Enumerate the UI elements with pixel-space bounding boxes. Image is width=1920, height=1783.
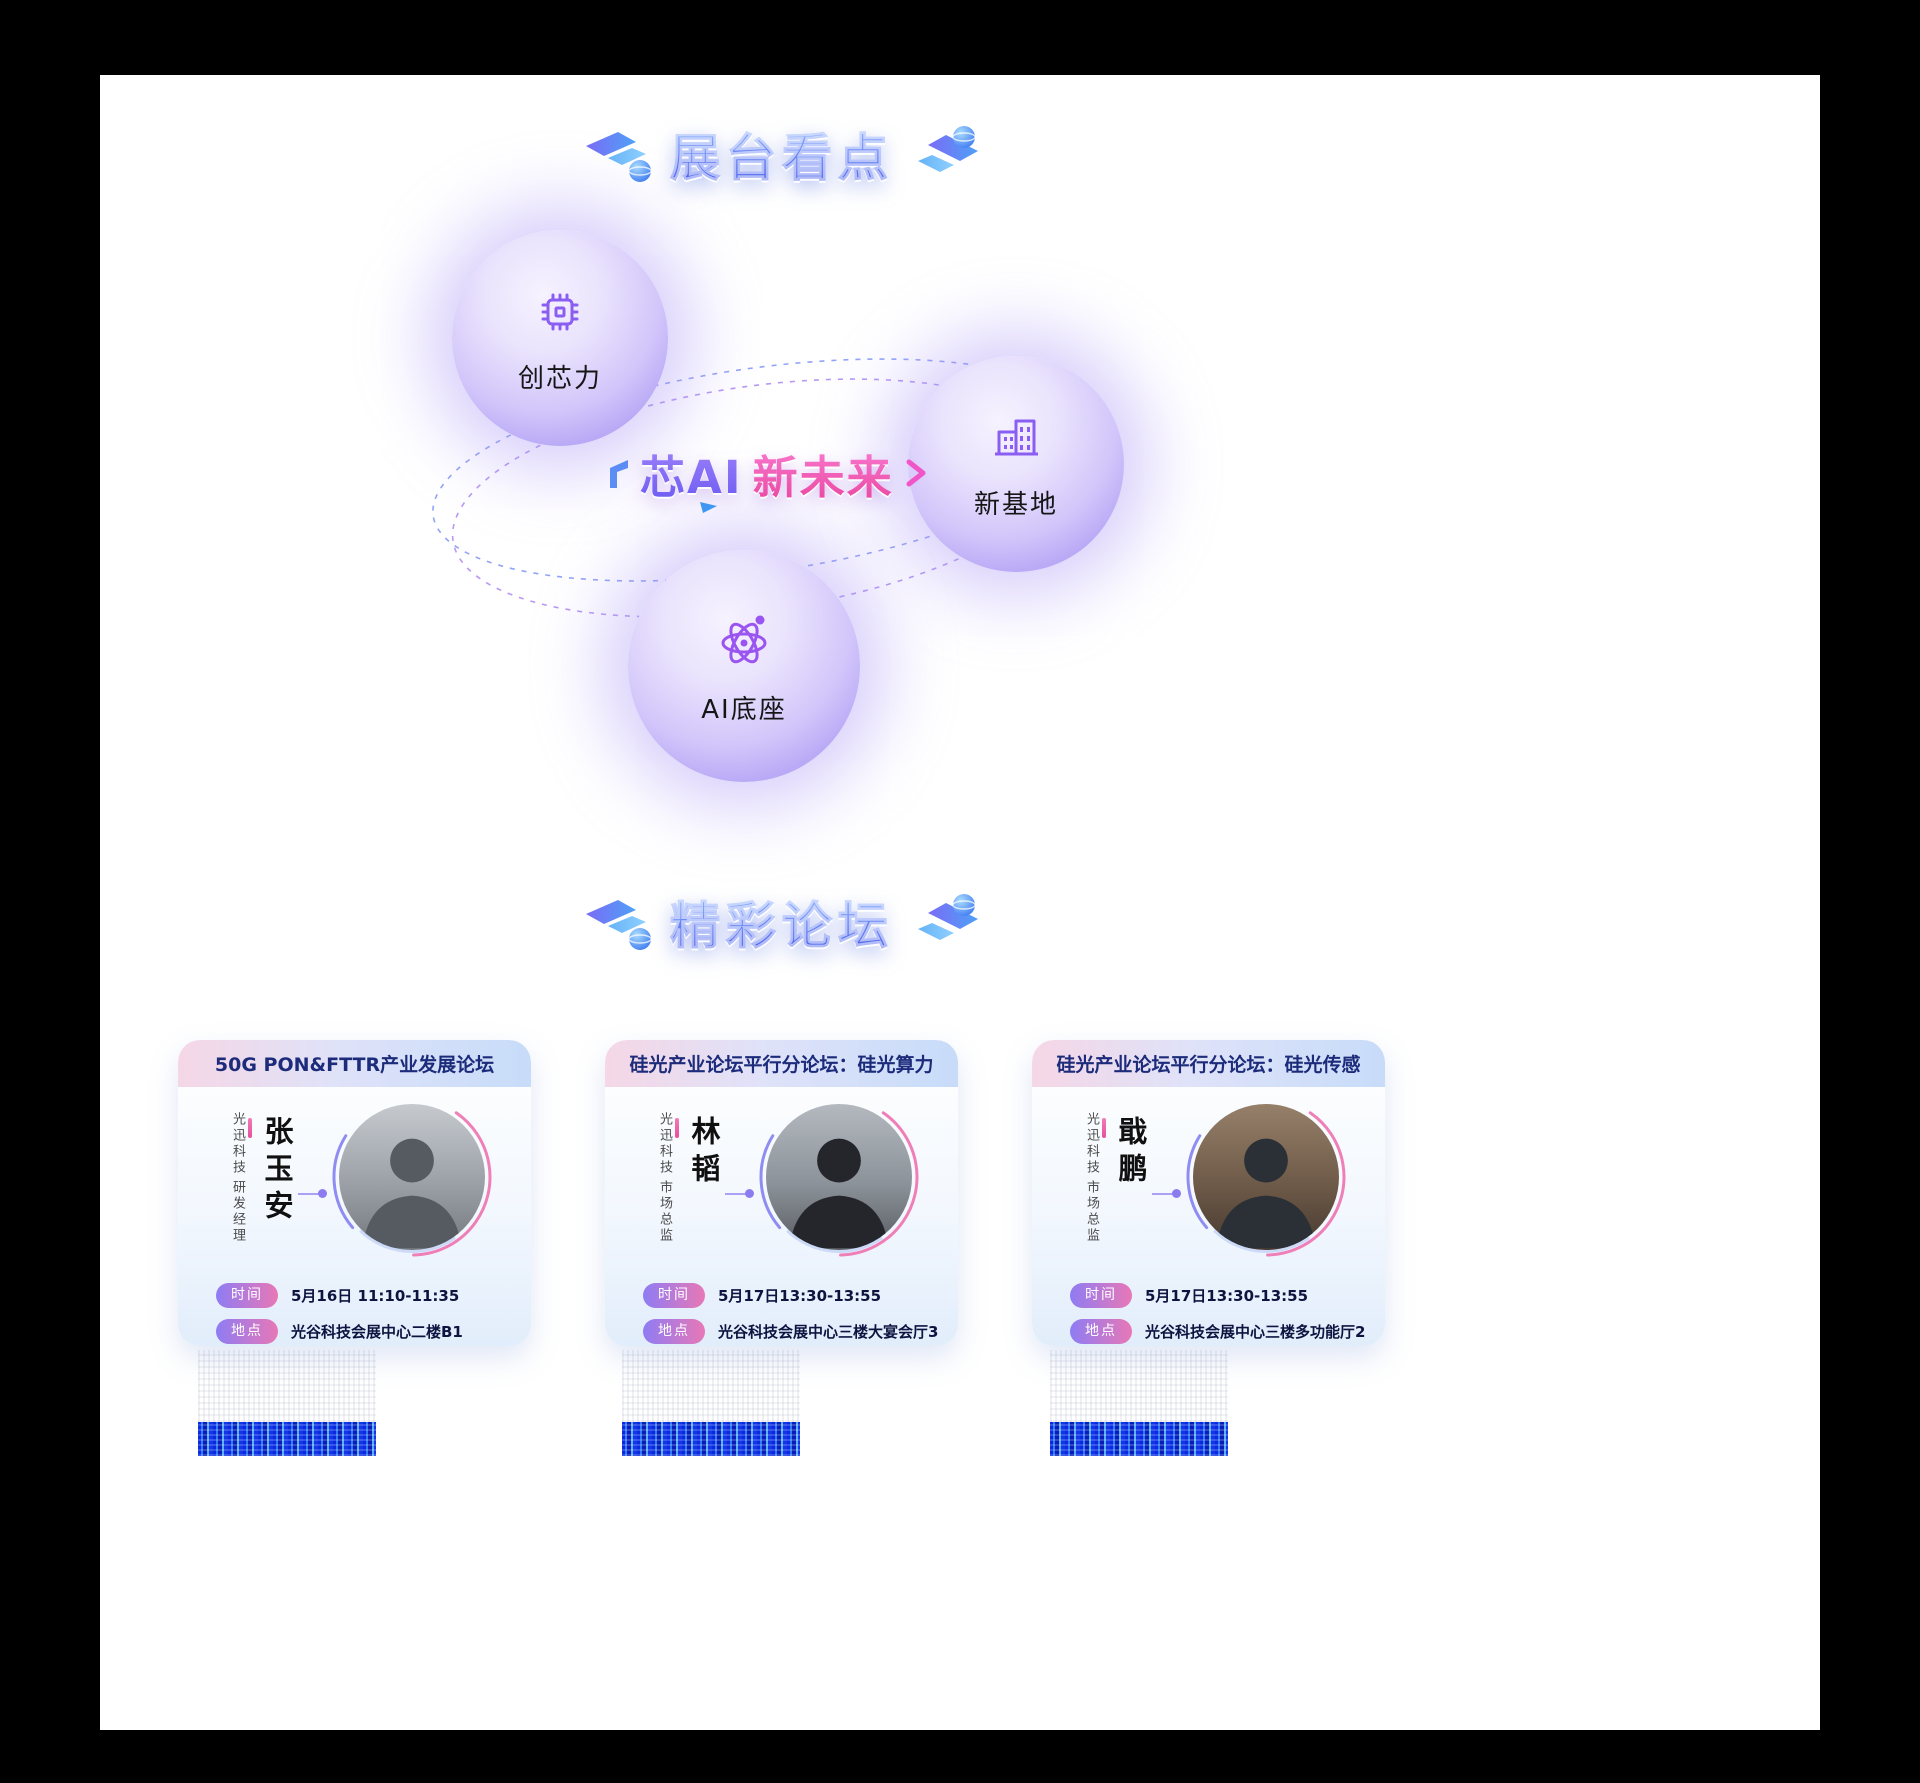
chip-icon [541, 293, 579, 330]
bubble-ai: AI底座 [628, 550, 860, 782]
bubble-base: 新基地 [908, 356, 1124, 572]
speaker-name: 张玉安 [260, 1116, 294, 1227]
forum-card-header: 硅光产业论坛平行分论坛：硅光算力 [605, 1040, 958, 1087]
time-row: 时间 5月17日13:30-13:55 [1070, 1282, 1373, 1308]
slogan-part-1: 芯AI [640, 441, 743, 506]
place-row: 地点 光谷科技会展中心三楼多功能厅2 [1070, 1318, 1373, 1344]
forum-card: 50G PON&FTTR产业发展论坛 光迅科技 研发经理 张玉安 时间 5月16… [178, 1040, 531, 1346]
bubble-label: 新基地 [973, 489, 1058, 520]
forum-card: 硅光产业论坛平行分论坛：硅光算力 光迅科技 市场总监 林韬 时间 5月17日13… [605, 1040, 958, 1346]
booth-section-header: 展台看点 [552, 118, 1012, 190]
time-row: 时间 5月17日13:30-13:55 [643, 1282, 946, 1308]
person-silhouette [362, 1138, 462, 1249]
place-row: 地点 光谷科技会展中心三楼大宴会厅3 [643, 1318, 946, 1344]
corrupted-image-fragment [1050, 1350, 1228, 1422]
time-badge: 时间 [1070, 1282, 1132, 1308]
speaker-company: 光迅科技 [230, 1112, 245, 1176]
speaker-photo [339, 1104, 485, 1250]
bubble-chip: 创芯力 [452, 230, 668, 446]
time-row: 时间 5月16日 11:10-11:35 [216, 1282, 519, 1308]
time-value: 5月17日13:30-13:55 [1145, 1286, 1309, 1305]
person-silhouette [1216, 1138, 1316, 1249]
name-accent-bar [1102, 1118, 1106, 1138]
corrupted-image-fragment [1050, 1422, 1228, 1456]
person-silhouette [789, 1138, 889, 1249]
speaker-name: 林韬 [687, 1116, 721, 1190]
triangle-icon [700, 502, 717, 513]
speaker-photo [766, 1104, 912, 1250]
speaker-role: 市场总监 [1084, 1180, 1099, 1244]
connector-line [725, 1193, 747, 1195]
forum-card-header: 50G PON&FTTR产业发展论坛 [178, 1040, 531, 1087]
building-icon [995, 419, 1038, 455]
forum-section-header: 精彩论坛 [552, 886, 1012, 958]
speaker-role: 研发经理 [230, 1180, 245, 1244]
connector-line [1152, 1193, 1174, 1195]
place-value: 光谷科技会展中心三楼大宴会厅3 [718, 1322, 939, 1341]
bubble-label: AI底座 [701, 694, 787, 725]
place-row: 地点 光谷科技会展中心二楼B1 [216, 1318, 519, 1344]
speaker-role: 市场总监 [657, 1180, 672, 1244]
forum-card-title: 硅光产业论坛平行分论坛：硅光传感 [1056, 1054, 1361, 1076]
corrupted-image-fragment [622, 1350, 800, 1422]
speaker-company: 光迅科技 [1084, 1112, 1099, 1176]
slogan-part-2: 新未来 [753, 441, 894, 506]
speaker-photo [1193, 1104, 1339, 1250]
forum-section-title: 精彩论坛 [670, 886, 894, 958]
corrupted-image-fragment [198, 1422, 376, 1456]
left-arrows-globe-icon [586, 900, 652, 950]
place-badge: 地点 [643, 1318, 705, 1344]
booth-section-title: 展台看点 [670, 118, 894, 190]
time-badge: 时间 [643, 1282, 705, 1308]
forum-card-header: 硅光产业论坛平行分论坛：硅光传感 [1032, 1040, 1385, 1087]
speaker-name: 戢鹏 [1114, 1116, 1148, 1190]
place-badge: 地点 [216, 1318, 278, 1344]
chevron-right-icon [906, 459, 926, 487]
atom-icon [721, 615, 767, 663]
connector-dot [318, 1189, 327, 1198]
speaker-photo-frame [757, 1095, 921, 1259]
corrupted-image-fragment [198, 1350, 376, 1422]
right-arrows-globe-icon [918, 894, 978, 940]
time-value: 5月16日 11:10-11:35 [291, 1286, 460, 1305]
connector-dot [745, 1189, 754, 1198]
name-accent-bar [248, 1118, 252, 1138]
left-arrows-globe-icon [586, 132, 652, 182]
name-accent-bar [675, 1118, 679, 1138]
bubble-label: 创芯力 [517, 363, 602, 394]
bracket-icon [610, 460, 628, 488]
speaker-photo-frame [1184, 1095, 1348, 1259]
time-badge: 时间 [216, 1282, 278, 1308]
forum-card: 硅光产业论坛平行分论坛：硅光传感 光迅科技 市场总监 戢鹏 时间 5月17日13… [1032, 1040, 1385, 1346]
corrupted-image-fragment [622, 1422, 800, 1456]
center-slogan: 芯AI 新未来 [608, 440, 928, 513]
speaker-photo-frame [330, 1095, 494, 1259]
connector-line [298, 1193, 320, 1195]
time-value: 5月17日13:30-13:55 [718, 1286, 882, 1305]
speaker-company: 光迅科技 [657, 1112, 672, 1176]
right-arrows-globe-icon [918, 126, 978, 172]
place-value: 光谷科技会展中心三楼多功能厅2 [1145, 1322, 1366, 1341]
forum-card-title: 硅光产业论坛平行分论坛：硅光算力 [629, 1054, 934, 1076]
place-value: 光谷科技会展中心二楼B1 [291, 1322, 463, 1341]
forum-card-title: 50G PON&FTTR产业发展论坛 [214, 1054, 495, 1076]
place-badge: 地点 [1070, 1318, 1132, 1344]
connector-dot [1172, 1189, 1181, 1198]
